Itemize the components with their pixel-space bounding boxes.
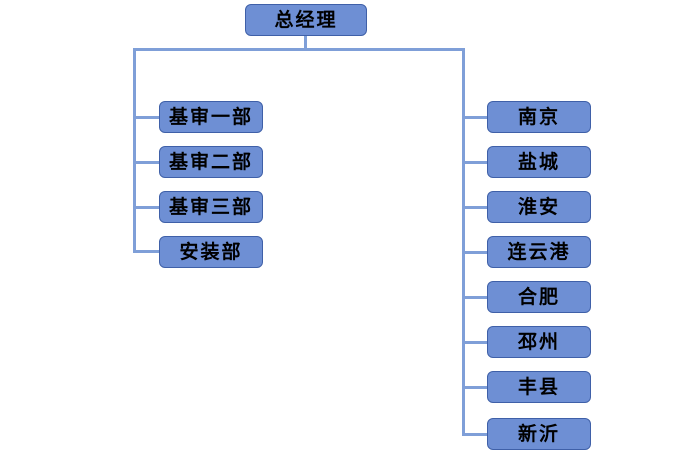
node-left-3[interactable]: 基审三部 [159, 191, 263, 223]
node-right-8-label: 新沂 [517, 423, 560, 445]
connector-right-stub-7 [462, 386, 488, 389]
connector-right-stub-1 [462, 116, 488, 119]
node-right-1[interactable]: 南京 [487, 101, 591, 133]
node-root-label: 总经理 [274, 9, 338, 31]
connector-left-stub-4 [133, 250, 161, 253]
node-left-1-label: 基审一部 [168, 106, 253, 128]
node-left-2[interactable]: 基审二部 [159, 146, 263, 178]
node-left-3-label: 基审三部 [168, 196, 253, 218]
node-right-6[interactable]: 邳州 [487, 326, 591, 358]
connector-right-stub-2 [462, 161, 488, 164]
node-right-1-label: 南京 [517, 106, 560, 128]
node-right-2[interactable]: 盐城 [487, 146, 591, 178]
node-left-2-label: 基审二部 [168, 151, 253, 173]
node-left-4-label: 安装部 [179, 241, 243, 263]
node-root[interactable]: 总经理 [245, 4, 367, 36]
connector-left-stub-1 [133, 116, 161, 119]
connector-left-stub-2 [133, 161, 161, 164]
node-right-7-label: 丰县 [517, 376, 560, 398]
node-right-5-label: 合肥 [517, 286, 560, 308]
connector-right-spine [462, 48, 465, 436]
node-right-4-label: 连云港 [507, 241, 571, 263]
connector-root-stem [304, 36, 307, 50]
connector-right-stub-4 [462, 251, 488, 254]
node-right-4[interactable]: 连云港 [487, 236, 591, 268]
connector-left-spine [133, 48, 136, 251]
node-left-1[interactable]: 基审一部 [159, 101, 263, 133]
node-right-3[interactable]: 淮安 [487, 191, 591, 223]
connector-right-stub-6 [462, 341, 488, 344]
node-right-2-label: 盐城 [517, 151, 560, 173]
node-right-3-label: 淮安 [517, 196, 560, 218]
node-right-8[interactable]: 新沂 [487, 418, 591, 450]
node-left-4[interactable]: 安装部 [159, 236, 263, 268]
node-right-5[interactable]: 合肥 [487, 281, 591, 313]
node-right-7[interactable]: 丰县 [487, 371, 591, 403]
connector-right-stub-5 [462, 296, 488, 299]
connector-main-bus [133, 48, 465, 51]
connector-right-stub-8 [462, 433, 488, 436]
connector-right-stub-3 [462, 206, 488, 209]
node-right-6-label: 邳州 [517, 331, 560, 353]
connector-left-stub-3 [133, 206, 161, 209]
